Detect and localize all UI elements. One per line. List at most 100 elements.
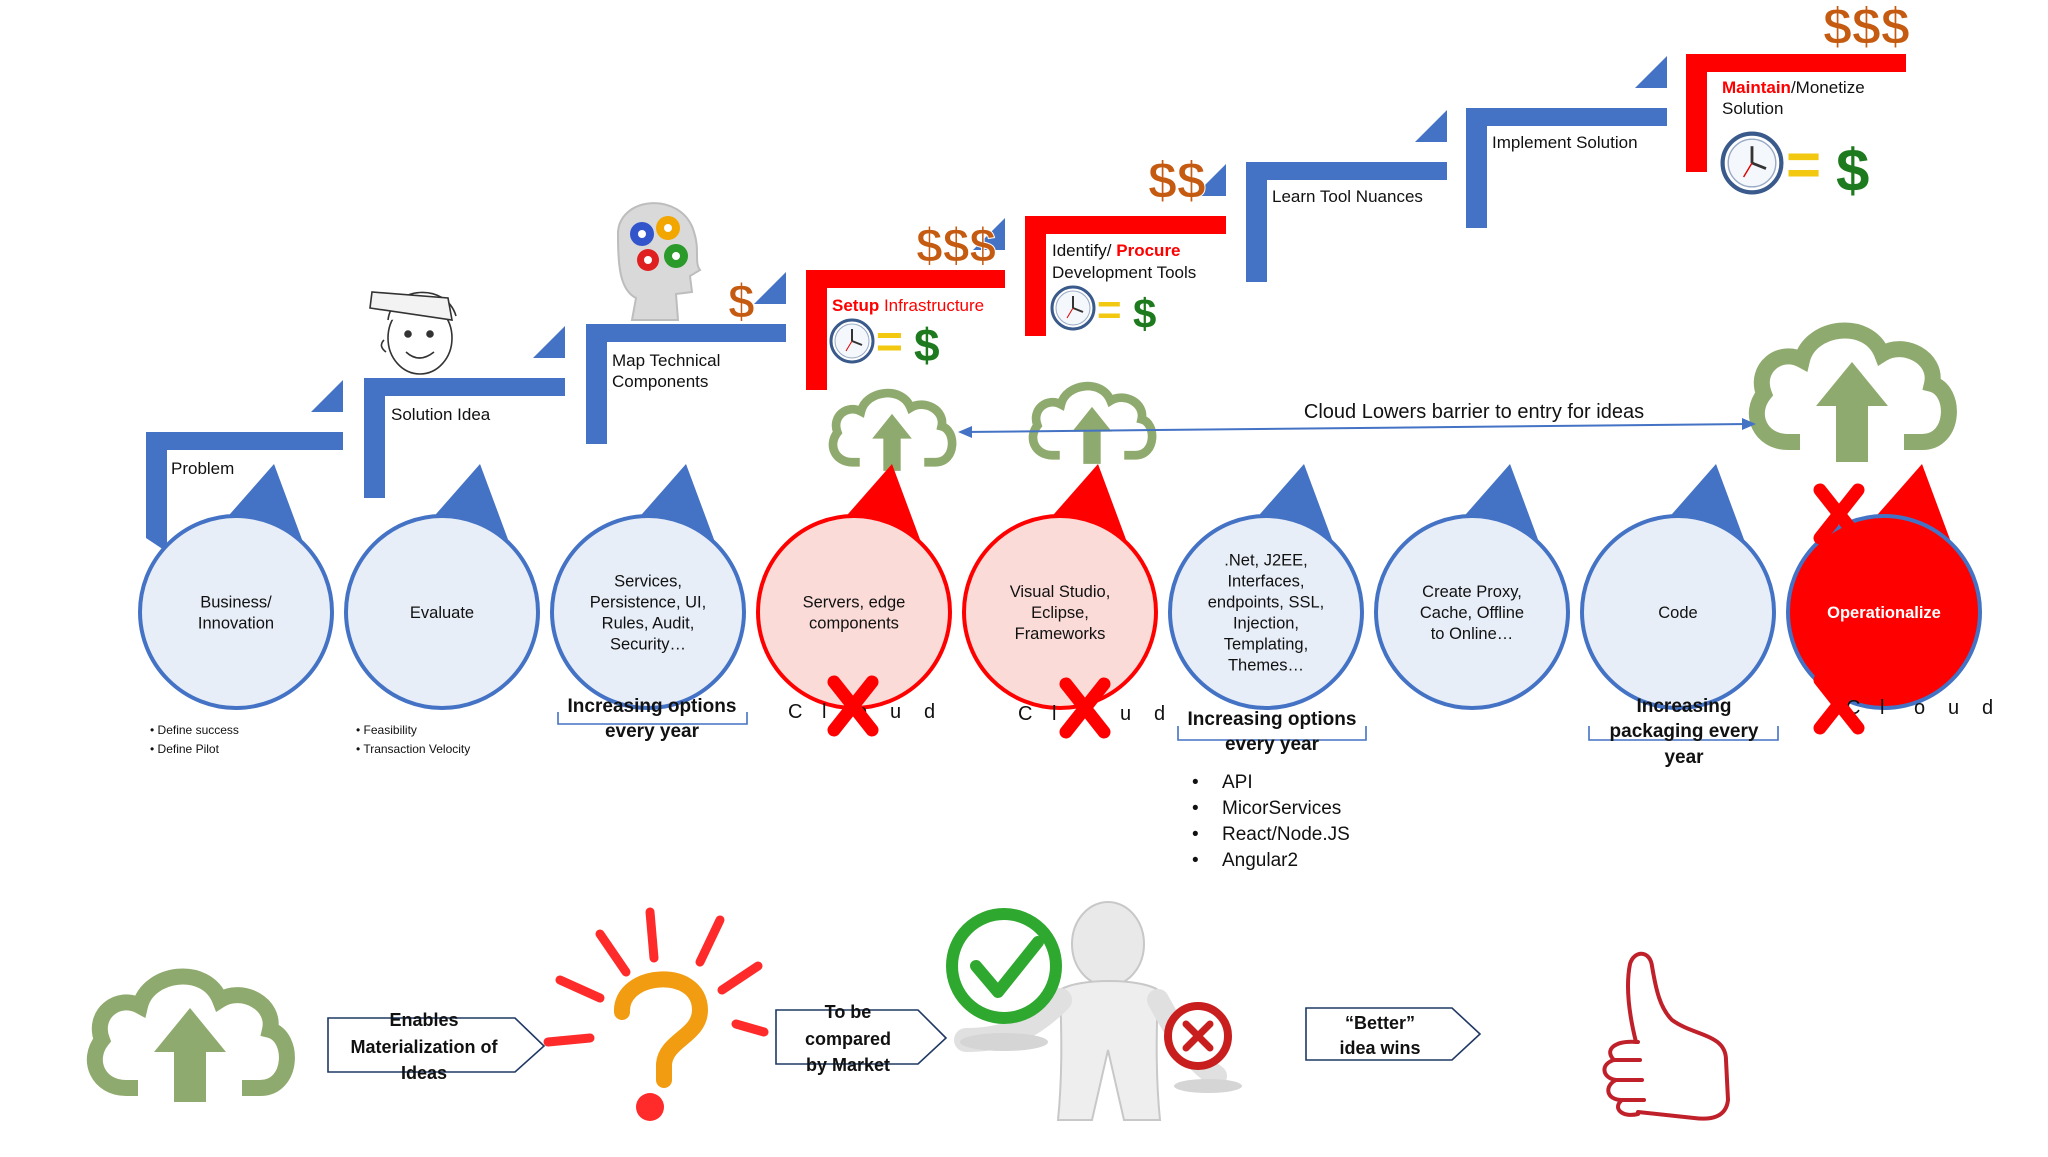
step-label-problem: Problem xyxy=(171,459,234,478)
circle-text-line: Evaluate xyxy=(410,604,474,622)
stair-step-3 xyxy=(586,324,786,444)
circle-notes: • Define success • Define Pilot • Feasib… xyxy=(150,723,470,756)
person-choice-icon xyxy=(946,901,1242,1121)
dollar-double-icon: $$ xyxy=(1148,152,1206,210)
circle-text-line: Cache, Offline xyxy=(1420,604,1524,622)
tech-list-item: • xyxy=(1192,798,1199,819)
cloud-letter: C xyxy=(788,701,802,723)
cloud-upload-icon xyxy=(833,393,952,471)
tech-list-item: • xyxy=(1192,824,1199,845)
note-define-pilot: • Define Pilot xyxy=(150,742,220,756)
tech-list-item-text: MicorServices xyxy=(1222,798,1341,819)
stair-step-2-arrow xyxy=(533,326,565,358)
svg-text:$: $ xyxy=(1836,137,1869,204)
red-x-icon xyxy=(1813,483,1865,545)
clock-icon xyxy=(1050,285,1096,331)
red-x-marks xyxy=(827,483,1865,739)
process-circle: Services, Persistence, UI, Rules, Audit, Se… xyxy=(550,464,746,710)
red-x-icon xyxy=(1813,673,1865,735)
thumbs-up-icon xyxy=(1602,951,1730,1121)
bracket-2-line-1: Increasing options xyxy=(1188,709,1357,730)
circle-text-line: Business/ xyxy=(200,594,272,612)
arrow-better-line-1: “Better” xyxy=(1345,1013,1415,1033)
cloud-letter: u xyxy=(1120,703,1131,725)
stair-step-8 xyxy=(1686,54,1906,172)
cloud-letter: l xyxy=(1052,703,1056,725)
circle-text-line: Persistence, UI, xyxy=(590,594,706,612)
question-idea-icon xyxy=(543,907,769,1121)
step-label-map-technical: Map Technical xyxy=(612,351,720,370)
time-equals-money-3: = $ xyxy=(1723,131,1869,204)
circle-text-line: Code xyxy=(1658,604,1697,622)
circle-text-line: Templating, xyxy=(1224,636,1308,654)
arrow-better-line-2: idea wins xyxy=(1339,1038,1420,1058)
tech-list: • API • MicorServices • React/Node.JS • … xyxy=(1192,772,1350,871)
stair-step-6 xyxy=(1246,162,1447,282)
stair-step-5 xyxy=(1025,216,1226,336)
circle-body xyxy=(550,514,746,710)
circle-text-line: Services, xyxy=(614,573,682,591)
step-label-development-tools: Development Tools xyxy=(1052,263,1196,282)
cloud-barrier-text: Cloud Lowers barrier to entry for ideas xyxy=(1304,401,1644,423)
bracket-3-line-2: packaging every xyxy=(1610,721,1759,742)
circle-body xyxy=(962,514,1158,710)
tech-list-item: • xyxy=(1192,850,1199,871)
stair-step-4 xyxy=(806,270,1005,390)
stair-step-1-arrow xyxy=(311,380,343,412)
bracket-1-line-1: Increasing options xyxy=(568,696,737,717)
circle-text-line: Visual Studio, xyxy=(1010,583,1111,601)
circle-body xyxy=(138,514,334,710)
circle-text-line: Interfaces, xyxy=(1227,573,1304,591)
brackets xyxy=(557,712,1779,741)
dollar-icon: $ xyxy=(728,276,755,329)
bottom-cloud-upload-icon xyxy=(95,976,287,1102)
stair-step-3-arrow xyxy=(754,272,786,304)
process-circles: Business/InnovationEvaluateServices,Pers… xyxy=(138,464,1982,710)
circle-text-line: Eclipse, xyxy=(1031,604,1089,622)
check-circle-icon xyxy=(946,908,1062,1024)
process-circle: Evaluate xyxy=(344,464,540,710)
circle-text-line: Frameworks xyxy=(1015,625,1106,643)
arrow-enables-line-2: Materialization of xyxy=(350,1037,498,1057)
clock-icon xyxy=(829,318,875,364)
circle-text-line: Create Proxy, xyxy=(1422,583,1522,601)
circle-text-line: Rules, Audit, xyxy=(602,615,695,633)
bracket-1 xyxy=(557,712,748,725)
bracket-2 xyxy=(1177,726,1367,741)
dollar-triple-top-icon: $$$ xyxy=(1823,0,1910,56)
bracket-3 xyxy=(1588,726,1779,741)
thinking-face-icon xyxy=(369,291,457,375)
stair-step-7 xyxy=(1466,108,1667,228)
cloud-letter: d xyxy=(1982,697,1993,719)
circle-text-line: Injection, xyxy=(1233,615,1299,633)
cloud-words: CloudCloudCloud xyxy=(788,697,1993,725)
bottom-arrow-compared: To be compared by Market xyxy=(775,1002,948,1075)
time-equals-money-2: = $ xyxy=(1050,285,1156,337)
circle-body xyxy=(344,514,540,710)
step-label-maintain-monetize: Maintain/Monetize xyxy=(1722,78,1865,97)
stair-step-6-arrow xyxy=(1415,110,1447,142)
cloud-barrier-arrow: Cloud Lowers barrier to entry for ideas xyxy=(958,401,1756,438)
clock-icon xyxy=(1723,134,1782,193)
circle-body xyxy=(1580,514,1776,710)
process-circle: Code xyxy=(1580,464,1776,710)
cloud-letter: u xyxy=(1948,697,1959,719)
arrow-compared-line-2: compared xyxy=(805,1029,891,1049)
step-labels: Problem Solution Idea Map Technical Comp… xyxy=(171,78,1865,478)
circle-text-line: .Net, J2EE, xyxy=(1224,552,1307,570)
svg-text:$: $ xyxy=(914,319,940,371)
bracket-2-line-2: every year xyxy=(1225,734,1320,755)
arrow-compared-line-1: To be xyxy=(825,1002,872,1022)
process-circle: Business/Innovation xyxy=(138,464,334,710)
arrow-compared-line-3: by Market xyxy=(806,1055,890,1075)
circle-body xyxy=(1374,514,1570,710)
note-transaction-velocity: • Transaction Velocity xyxy=(356,742,470,756)
process-circle: Visual Studio, Eclipse, Frameworks xyxy=(962,464,1158,710)
circle-text-line: Security… xyxy=(610,636,686,654)
circle-text-line: Innovation xyxy=(198,615,274,633)
bracket-texts: Increasing options every year Increasing… xyxy=(568,696,1759,768)
head-gears-icon xyxy=(616,202,702,321)
